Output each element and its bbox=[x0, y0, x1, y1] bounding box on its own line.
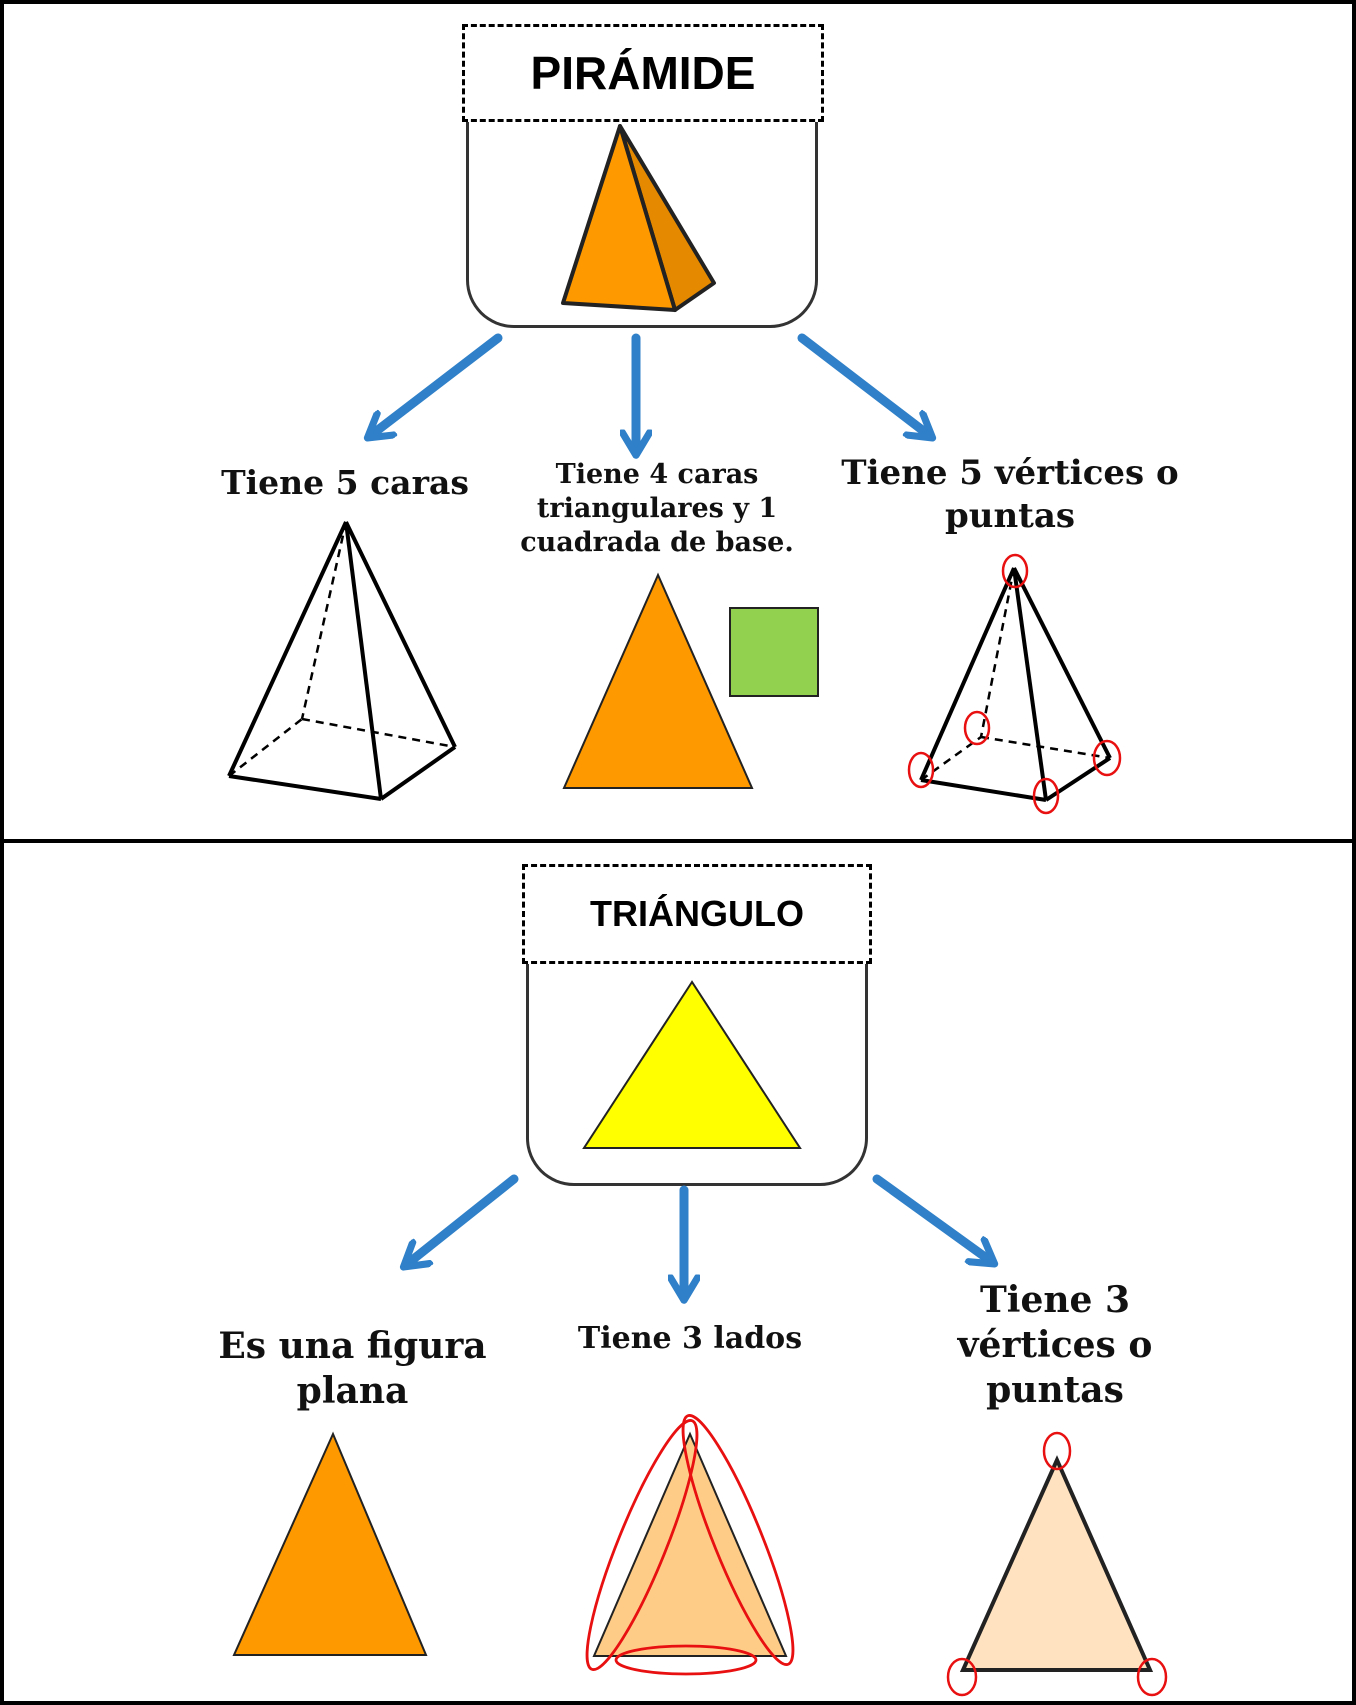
pyramid-fact-vertices: Tiene 5 vértices o puntas bbox=[841, 453, 1179, 536]
triangle-fact-flat: Es una figura plana bbox=[218, 1325, 487, 1412]
pyramid-fact-face-types: Tiene 4 caras triangulares y 1 cuadrada … bbox=[520, 459, 794, 558]
triangle-fact-vertices: Tiene 3 vértices o puntas bbox=[957, 1279, 1153, 1411]
triangle-fact-sides: Tiene 3 lados bbox=[577, 1321, 803, 1356]
pyramid-fact-faces: Tiene 5 caras bbox=[221, 463, 469, 502]
pyramid-title-box: PIRÁMIDE bbox=[462, 24, 824, 122]
triangle-title-box: TRIÁNGULO bbox=[522, 864, 872, 964]
triangle-cup-frame bbox=[526, 960, 868, 1186]
pyramid-cup-frame bbox=[466, 118, 818, 328]
pyramid-title: PIRÁMIDE bbox=[530, 47, 756, 99]
triangle-title: TRIÁNGULO bbox=[590, 893, 804, 934]
